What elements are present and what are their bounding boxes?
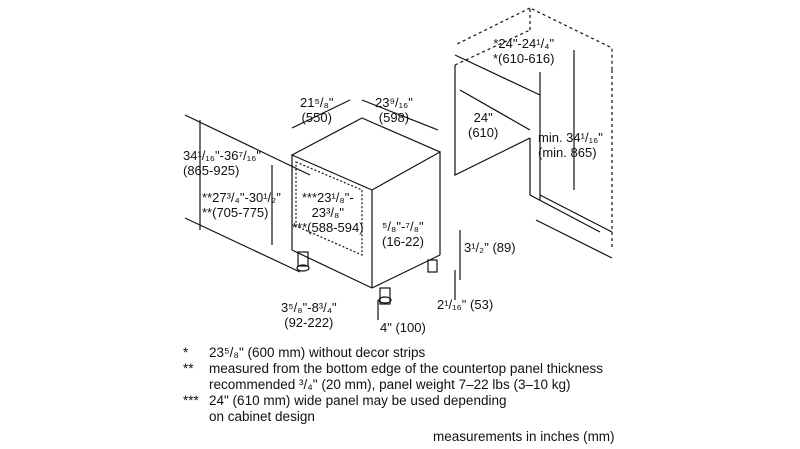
toe-gap-mm: (16-22) [382, 234, 424, 249]
footnote-mark [183, 409, 209, 425]
floor-line [184, 217, 301, 273]
footnote: * 23⁵/₈" (600 mm) without decor strips [183, 345, 603, 361]
height-total-label: 34¹/₁₆"-36⁷/₁₆"(865-925) [183, 148, 261, 178]
panel-width-label: ***23¹/₈"-23³/₈"***(588-594) [292, 190, 364, 235]
cabinet-width-label: *24"-24¹/₄"*(610-616) [493, 36, 554, 66]
height-total-mm: (865-925) [183, 163, 240, 178]
width-top-mm: (598) [378, 110, 410, 125]
cabinet-width: *24"-24¹/₄" [493, 36, 555, 51]
footnote-mark: * [183, 345, 189, 360]
footnote: recommended ³/₄" (20 mm), panel weight 7… [183, 377, 603, 393]
toe-gap: ⁵/₈"-⁷/₈" [382, 219, 424, 234]
leg-range-label: 3⁵/₈"-8³/₄"(92-222) [281, 300, 337, 330]
footnote-mark [183, 377, 209, 393]
panel-width-mm: ***(588-594) [292, 220, 364, 235]
wall-line [184, 114, 311, 176]
cabinet-height-mm: (min. 865) [538, 145, 597, 160]
depth-top: 21⁵/₈" [300, 95, 334, 110]
footnote-text: 23⁵/₈" (600 mm) without decor strips [209, 345, 426, 360]
toe-gap-label: ⁵/₈"-⁷/₈"(16-22) [382, 219, 424, 249]
panel-height-mm: **(705-775) [202, 205, 269, 220]
footnote-text: recommended ³/₄" (20 mm), panel weight 7… [209, 377, 571, 392]
dimension-lines [199, 50, 575, 320]
panel-width-a: ***23¹/₈"- [301, 190, 354, 205]
foot-depth: 4" (100) [380, 320, 426, 335]
cabinet-depth-mm: (610) [468, 125, 499, 140]
footnote-mark: *** [183, 393, 199, 408]
footnote-text: 24" (610 mm) wide panel may be used depe… [209, 393, 507, 408]
depth-top-mm: (550) [301, 110, 332, 125]
cabinet-height: min. 34¹/₁₆" [538, 130, 603, 145]
panel-height-label: **27³/₄"-30¹/₂"**(705-775) [202, 190, 281, 220]
cabinet-width-mm: *(610-616) [493, 51, 555, 66]
toe-height: 3¹/₂" (89) [464, 240, 516, 255]
width-top: 23⁹/₁₆" [375, 95, 413, 110]
panel-height: **27³/₄"-30¹/₂" [202, 190, 281, 205]
foot-offset: 2¹/₁₆" (53) [437, 297, 494, 312]
footnote-text: measured from the bottom edge of the cou… [209, 361, 603, 376]
footnote: *** 24" (610 mm) wide panel may be used d… [183, 393, 603, 409]
measurement-units: measurements in inches (mm) [433, 429, 615, 444]
width-top-label: 23⁹/₁₆"(598) [375, 95, 413, 125]
cabinet-niche [454, 7, 613, 259]
leg-range: 3⁵/₈"-8³/₄" [281, 300, 337, 315]
footnote-text: on cabinet design [209, 409, 315, 424]
footnote-mark: ** [183, 361, 194, 376]
dishwasher-body [290, 117, 442, 305]
footnote: ** measured from the bottom edge of the c… [183, 361, 603, 377]
leg-range-mm: (92-222) [284, 315, 334, 330]
cabinet-depth: 24" [473, 110, 493, 125]
panel-width-b: 23³/₈" [311, 205, 344, 220]
footnote: on cabinet design [183, 409, 603, 425]
depth-top-label: 21⁵/₈"(550) [300, 95, 333, 125]
footnotes: * 23⁵/₈" (600 mm) without decor strips **… [183, 345, 603, 425]
cabinet-height-label: min. 34¹/₁₆"(min. 865) [538, 130, 603, 160]
height-total: 34¹/₁₆"-36⁷/₁₆" [183, 148, 261, 163]
cabinet-depth-label: 24"(610) [468, 110, 498, 140]
